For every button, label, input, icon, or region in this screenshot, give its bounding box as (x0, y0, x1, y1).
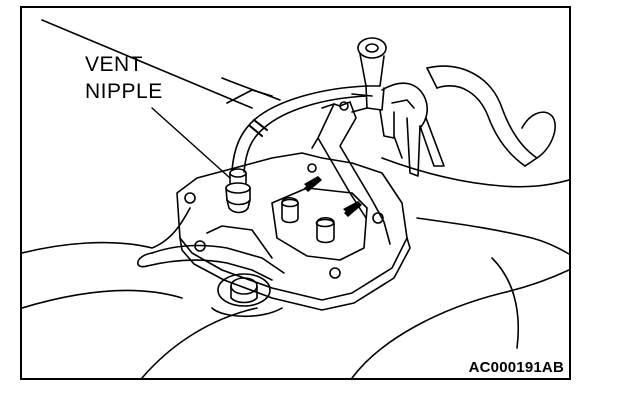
clip-tool (351, 37, 445, 177)
diagram-figure: VENT NIPPLE AC000191AB (20, 6, 571, 380)
vent-nipple-callout: VENT NIPPLE (85, 51, 163, 105)
lower-mount (137, 225, 285, 318)
rubber-hose (426, 65, 556, 167)
callout-line-2: NIPPLE (85, 80, 163, 103)
vent-tube (231, 85, 368, 173)
diagram-drawing (22, 19, 569, 378)
bracket-plate (311, 101, 391, 245)
valve-body (176, 101, 411, 311)
direction-arrows (304, 176, 362, 217)
callout-leader-line (151, 107, 231, 179)
callout-line-1: VENT (85, 53, 144, 76)
plug-caps (281, 196, 335, 244)
vent-nipple (225, 168, 251, 214)
housing-outline (22, 19, 569, 378)
figure-id-label: AC000191AB (466, 359, 566, 376)
